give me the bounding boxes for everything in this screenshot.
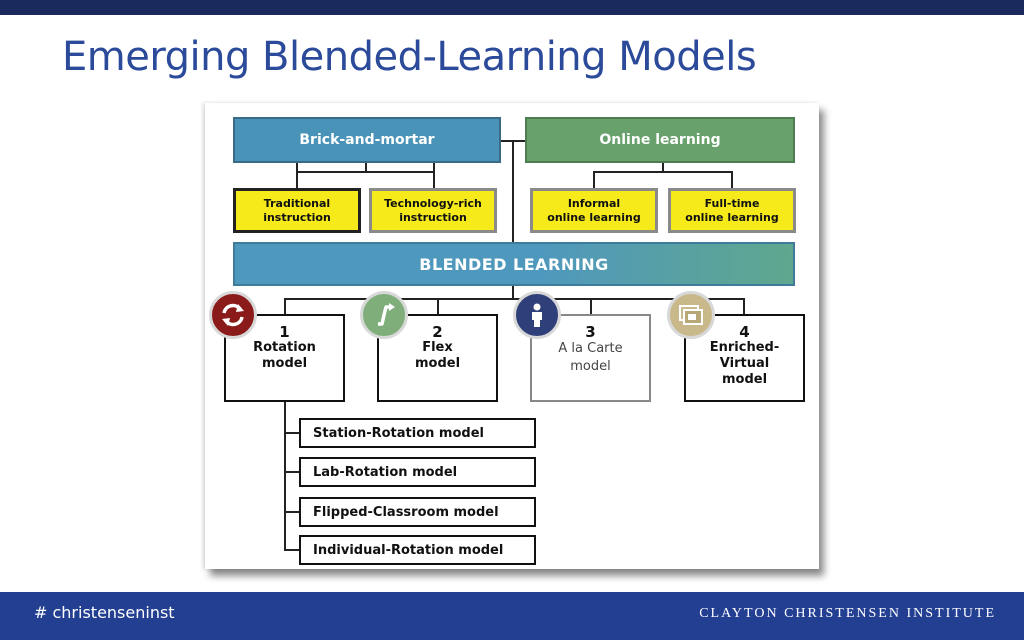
rotation-icon <box>209 291 257 339</box>
connector <box>593 171 733 173</box>
footer-hashtag: # christenseninst <box>34 603 175 622</box>
connector <box>284 401 286 550</box>
connector <box>365 163 367 171</box>
flex-icon <box>360 291 408 339</box>
flipped-classroom-box: Flipped-Classroom model <box>299 497 536 527</box>
model-number: 3 <box>585 323 596 341</box>
enriched-virtual-model-box: 4 Enriched- Virtual model <box>684 314 805 402</box>
connector <box>284 549 300 551</box>
connector <box>743 298 745 314</box>
station-rotation-box: Station-Rotation model <box>299 418 536 448</box>
top-bar <box>0 0 1024 15</box>
connector <box>296 163 298 171</box>
connector <box>296 171 435 173</box>
connector <box>296 171 298 189</box>
connector <box>662 163 664 171</box>
individual-rotation-box: Individual-Rotation model <box>299 535 536 565</box>
connector <box>433 163 435 171</box>
connector <box>284 511 300 513</box>
model-number: 4 <box>739 323 750 341</box>
a-la-carte-model-box: 3 A la Carte model <box>530 314 651 402</box>
brick-and-mortar-box: Brick-and-mortar <box>233 117 501 163</box>
model-number: 2 <box>432 323 443 341</box>
connector <box>731 171 733 189</box>
footer-brand: CLAYTON CHRISTENSEN INSTITUTE <box>699 606 996 621</box>
connector <box>284 471 300 473</box>
connector <box>512 286 514 298</box>
slide-title: Emerging Blended-Learning Models <box>62 34 757 80</box>
connector <box>590 298 592 314</box>
online-learning-box: Online learning <box>525 117 795 163</box>
model-number: 1 <box>279 323 290 341</box>
connector <box>284 432 300 434</box>
connector <box>284 298 286 314</box>
connector <box>437 298 439 314</box>
lab-rotation-box: Lab-Rotation model <box>299 457 536 487</box>
blended-learning-bar: BLENDED LEARNING <box>233 242 795 286</box>
connector <box>512 140 514 242</box>
connector <box>593 171 595 189</box>
footer-bar <box>0 592 1024 640</box>
connector <box>284 298 744 300</box>
person-icon <box>513 291 561 339</box>
screens-icon <box>667 291 715 339</box>
connector <box>433 171 435 189</box>
